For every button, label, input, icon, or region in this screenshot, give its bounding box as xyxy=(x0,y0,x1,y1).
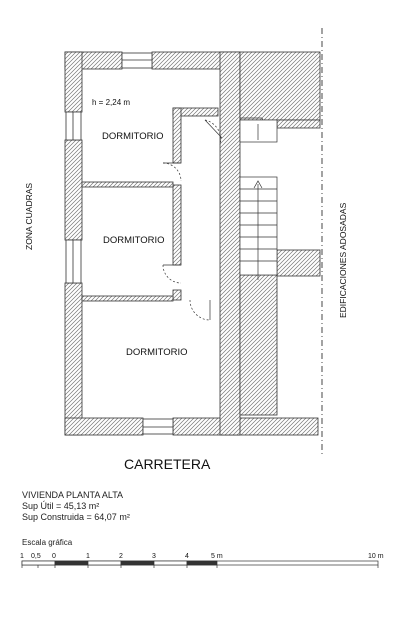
scale-ticks: 1 0,5 0 1 2 3 4 5 m 10 m xyxy=(20,553,384,560)
interior-walls xyxy=(81,51,241,436)
scale-tick-label: 10 m xyxy=(368,553,384,560)
adjoining-building xyxy=(239,51,321,416)
scale-tick-label: 1 xyxy=(86,553,90,560)
scale-tick-label: 1 xyxy=(20,553,24,560)
left-side-label: ZONA CUADRAS xyxy=(24,183,34,250)
scale-tick-label: 5 m xyxy=(211,553,223,560)
scale-tick-label: 0,5 xyxy=(31,553,41,560)
room-label-1: DORMITORIO xyxy=(102,131,164,142)
scale-tick-label: 4 xyxy=(185,553,189,560)
room-label-2: DORMITORIO xyxy=(103,235,165,246)
scale-tick-label: 3 xyxy=(152,553,156,560)
scale-label: Escala gráfica xyxy=(22,538,73,547)
windows xyxy=(65,52,174,435)
right-side-label: EDIFICACIONES ADOSADAS xyxy=(338,202,348,318)
scale-bar xyxy=(21,560,379,568)
height-note: h = 2,24 m xyxy=(92,98,130,107)
caption-block: VIVIENDA PLANTA ALTA Sup Útil = 45,13 m²… xyxy=(22,490,130,523)
caption-useful-area: Sup Útil = 45,13 m² xyxy=(22,501,100,511)
caption-title: VIVIENDA PLANTA ALTA xyxy=(22,490,124,500)
street-label: CARRETERA xyxy=(124,456,211,472)
exterior-walls xyxy=(64,51,319,436)
room-label-3: DORMITORIO xyxy=(126,347,188,358)
caption-built-area: Sup Construida = 64,07 m² xyxy=(22,512,130,522)
stair xyxy=(239,119,278,280)
scale-tick-label: 0 xyxy=(52,553,56,560)
scale-tick-label: 2 xyxy=(119,553,123,560)
